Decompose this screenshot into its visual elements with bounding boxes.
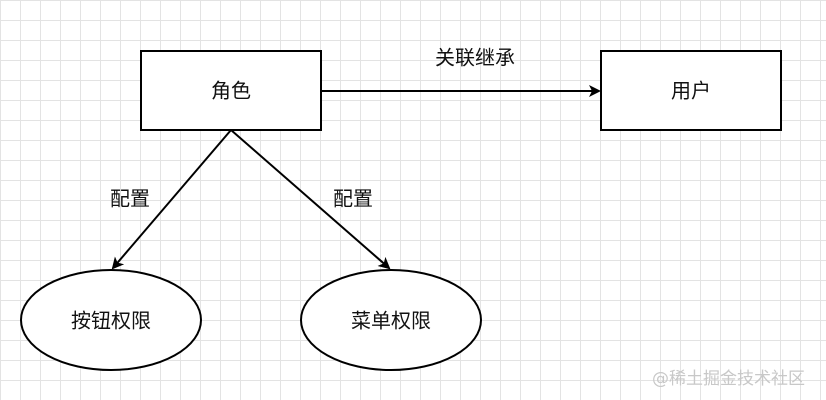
menu-permission-node[interactable]	[300, 269, 482, 371]
config-right-edge[interactable]	[230, 129, 391, 270]
role-node[interactable]	[140, 50, 322, 131]
config-left-edge[interactable]	[111, 129, 232, 270]
role-label: 角色	[211, 79, 251, 103]
user-label: 用户	[671, 79, 711, 103]
menu-permission-label: 菜单权限	[351, 309, 431, 333]
button-permission-node[interactable]	[20, 269, 202, 371]
config-left-edge-label: 配置	[110, 187, 150, 211]
user-node[interactable]	[600, 50, 782, 131]
button-permission-label: 按钮权限	[71, 309, 151, 333]
config-right-edge-label: 配置	[333, 187, 373, 211]
inherit-edge-label: 关联继承	[435, 46, 515, 70]
watermark: @稀土掘金技术社区	[652, 369, 805, 389]
